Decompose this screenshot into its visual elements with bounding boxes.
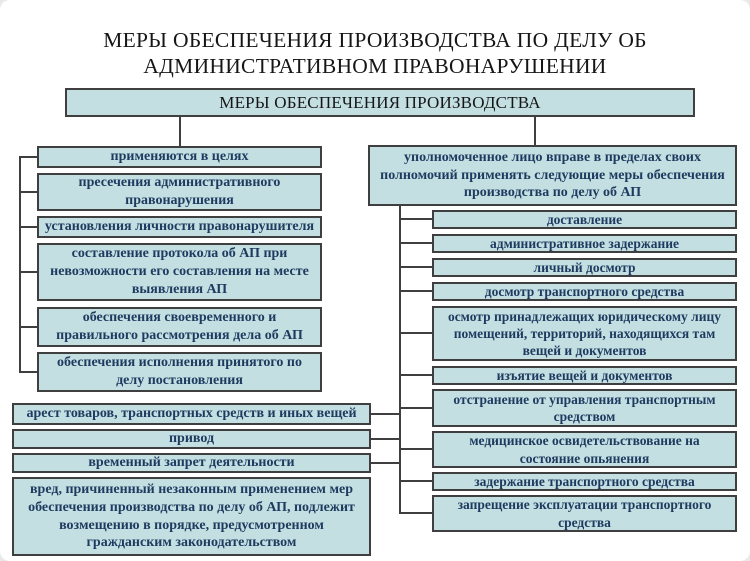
right-measure-box-9: задержание транспортного средства bbox=[432, 472, 737, 491]
right-stub-10 bbox=[399, 512, 432, 514]
right-stub-1 bbox=[399, 218, 432, 220]
authority-header-box: уполномоченное лицо вправе в пределах св… bbox=[368, 145, 737, 206]
left-stub-6 bbox=[19, 371, 37, 373]
right-measure-box-6: изъятие вещей и документов bbox=[432, 366, 737, 385]
right-stub-6 bbox=[399, 374, 432, 376]
right-measure-box-10: запрещение эксплуатации транспортного ср… bbox=[432, 495, 737, 532]
left-stub-3 bbox=[19, 226, 37, 228]
left-stub-2 bbox=[19, 191, 37, 193]
measure-arrest-box: арест товаров, транспортных средств и ин… bbox=[12, 403, 371, 425]
left-stub-4 bbox=[19, 271, 37, 273]
page-title-line-1: МЕРЫ ОБЕСПЕЧЕНИЯ ПРОИЗВОДСТВА ПО ДЕЛУ ОБ bbox=[103, 28, 647, 52]
left-stub-5 bbox=[19, 326, 37, 328]
root-box: МЕРЫ ОБЕСПЕЧЕНИЯ ПРОИЗВОДСТВА bbox=[65, 88, 695, 117]
left-bracket-line bbox=[19, 156, 21, 373]
page-title-line-2: АДМИНИСТРАТИВНОМ ПРАВОНАРУШЕНИИ bbox=[143, 54, 607, 79]
goal-box-4: обеспечения своевременного и правильного… bbox=[37, 307, 322, 347]
right-stub-3 bbox=[399, 266, 432, 268]
middle-stub-3 bbox=[371, 462, 399, 464]
goal-box-5: обеспечения исполнения принятого по делу… bbox=[37, 352, 322, 392]
right-stub-8 bbox=[399, 448, 432, 450]
right-measure-box-8: медицинское освидетельствование на состо… bbox=[432, 431, 737, 468]
goal-box-3: составление протокола об АП при невозмож… bbox=[37, 243, 322, 301]
right-measure-box-3: личный досмотр bbox=[432, 258, 737, 277]
goal-box-1: пресечения административного правонаруше… bbox=[37, 173, 322, 211]
right-measure-box-5: осмотр принадлежащих юридическому лицу п… bbox=[432, 306, 737, 361]
right-stub-9 bbox=[399, 480, 432, 482]
measure-temp-ban-box: временный запрет деятельности bbox=[12, 453, 371, 473]
middle-stub-2 bbox=[371, 438, 399, 440]
goal-box-2: установления личности правонарушителя bbox=[37, 216, 322, 238]
right-stub-4 bbox=[399, 290, 432, 292]
right-stub-2 bbox=[399, 242, 432, 244]
right-stub-7 bbox=[399, 407, 432, 409]
purpose-header-box: применяются в целях bbox=[37, 146, 322, 168]
right-measure-box-1: доставление bbox=[432, 210, 737, 229]
page-title: МЕРЫ ОБЕСПЕЧЕНИЯ ПРОИЗВОДСТВА ПО ДЕЛУ ОБ… bbox=[0, 27, 750, 79]
right-measure-box-2: административное задержание bbox=[432, 234, 737, 253]
right-measure-box-4: досмотр транспортного средства bbox=[432, 282, 737, 301]
connector-root-to-left bbox=[179, 117, 181, 146]
damages-note-box: вред, причиненный незаконным применением… bbox=[12, 477, 371, 556]
middle-stub-1 bbox=[371, 413, 399, 415]
connector-root-to-right bbox=[534, 117, 536, 145]
measure-privod-box: привод bbox=[12, 429, 371, 449]
right-measure-box-7: отстранение от управления транспортным с… bbox=[432, 389, 737, 427]
left-stub-1 bbox=[19, 156, 37, 158]
right-bracket-line bbox=[399, 206, 401, 514]
right-stub-5 bbox=[399, 332, 432, 334]
